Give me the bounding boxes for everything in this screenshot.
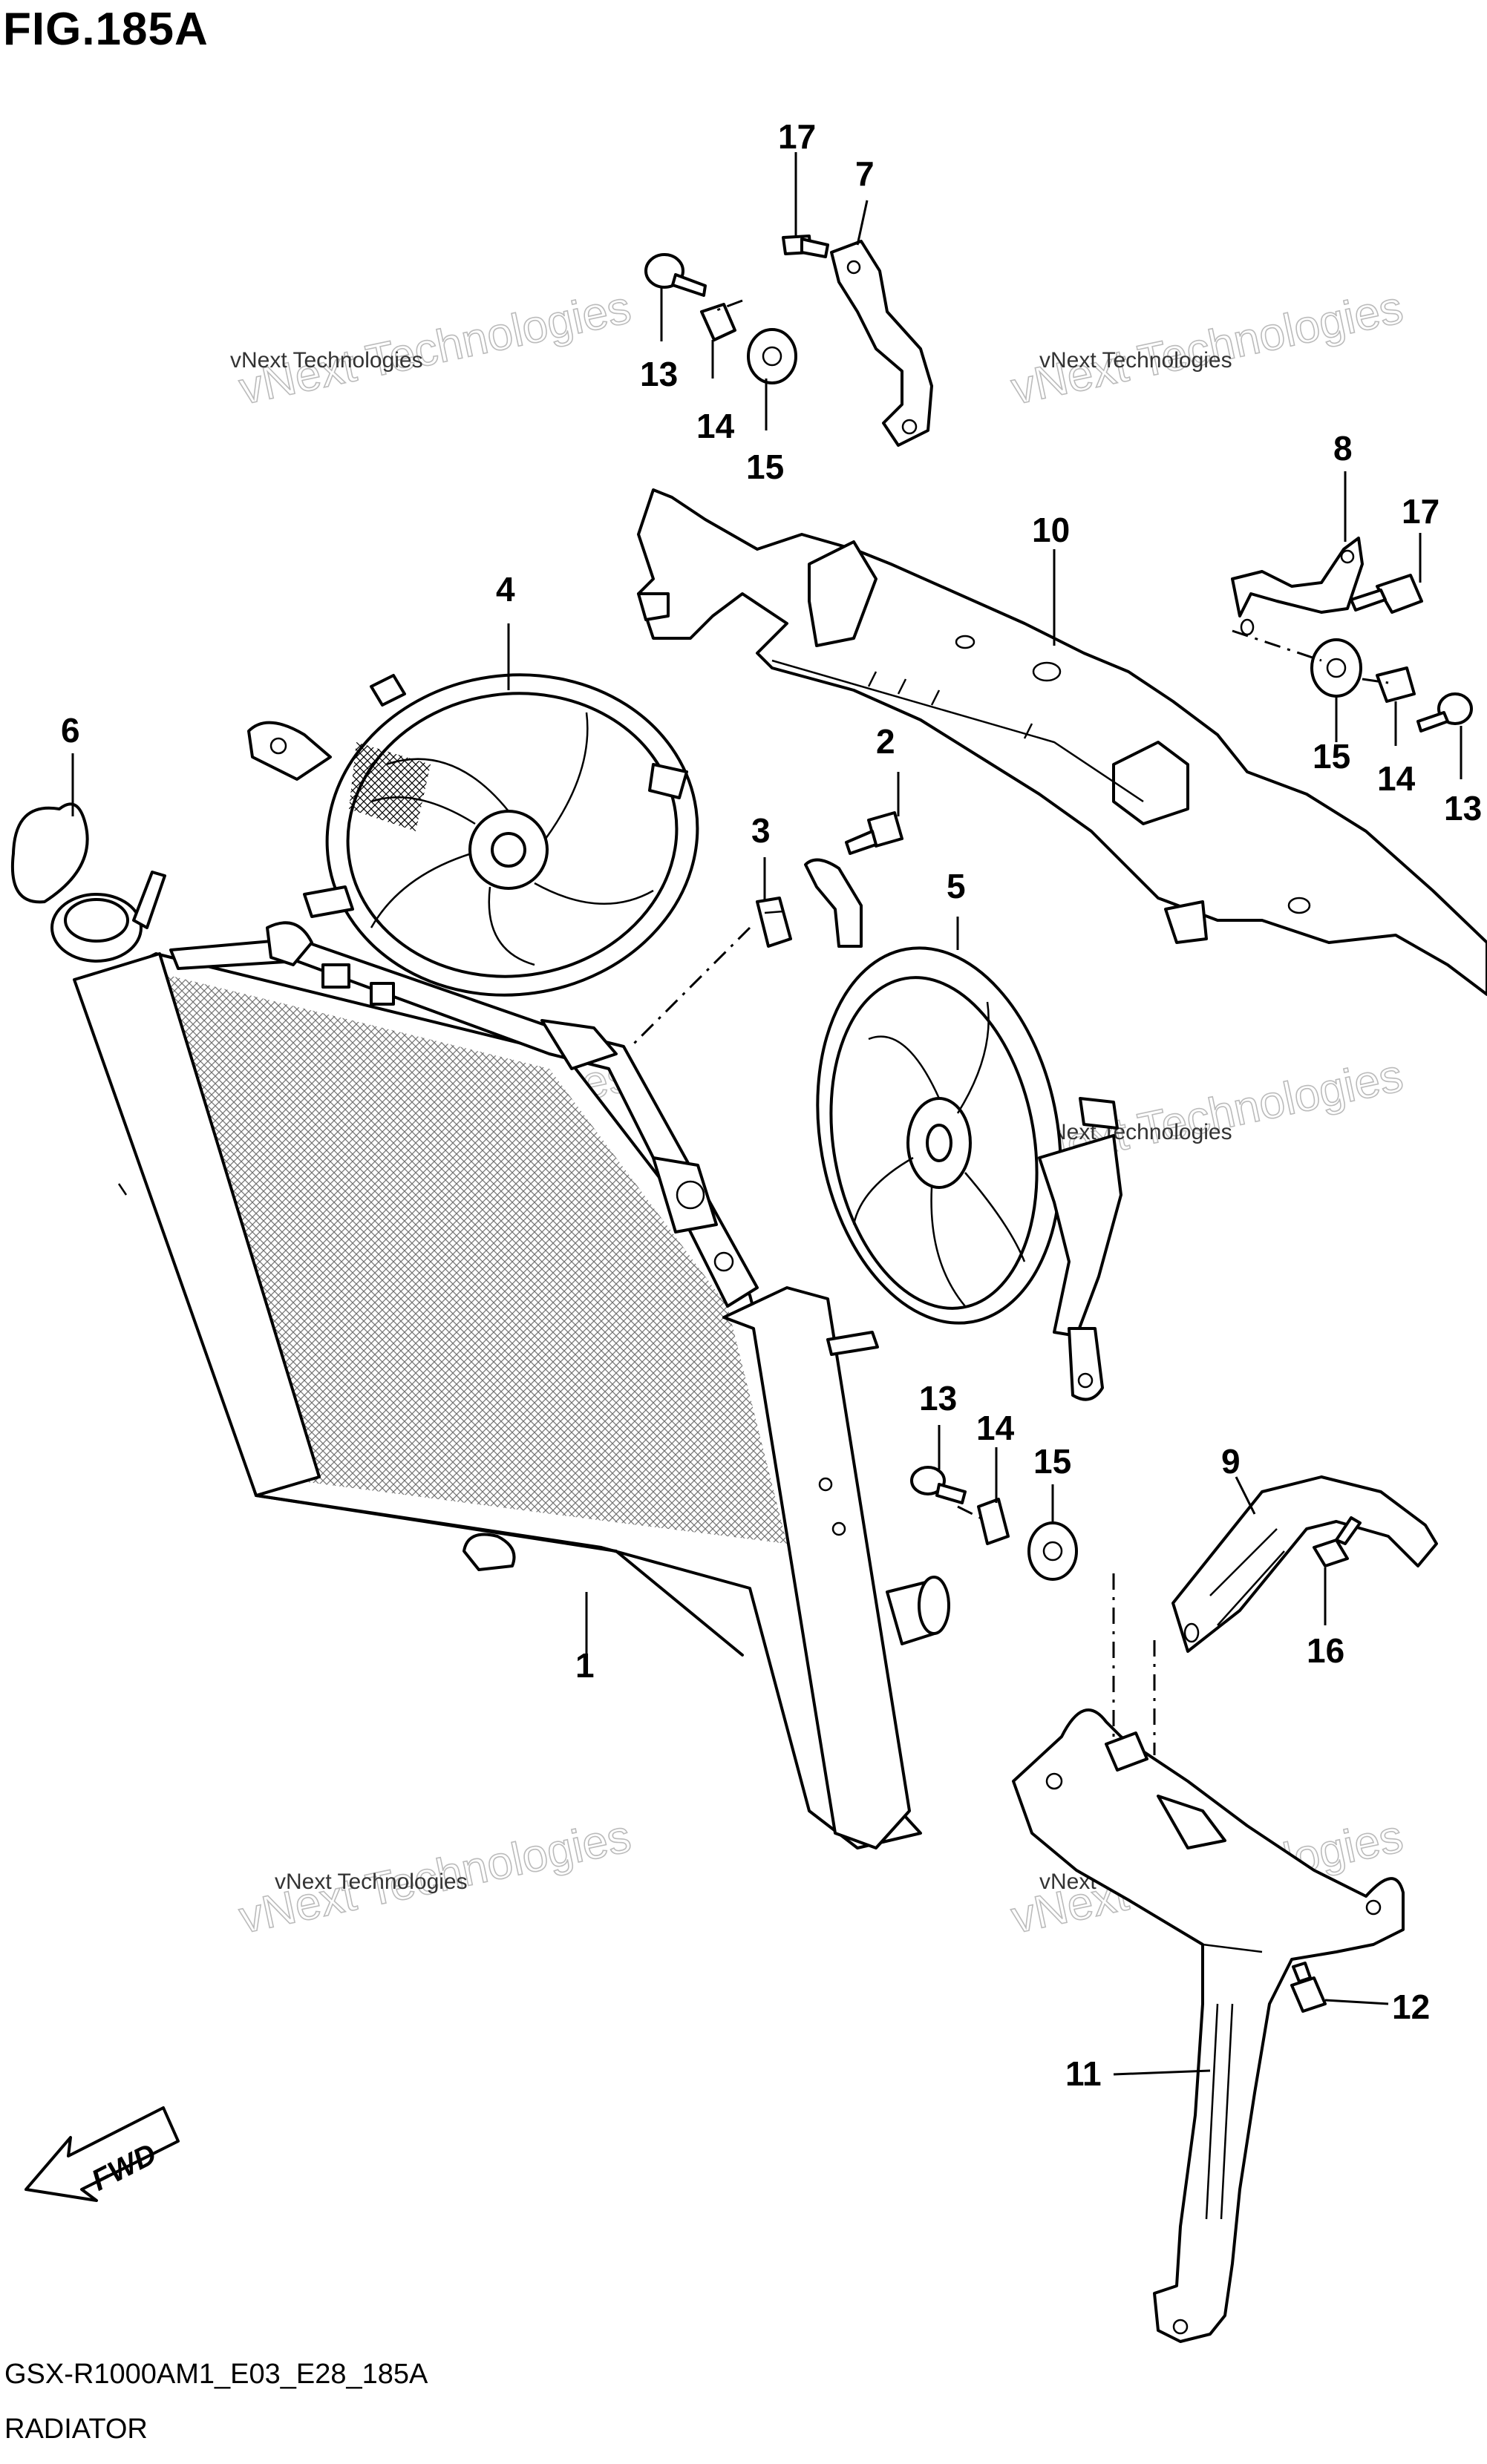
callouts: 1 2 3 4 5 6 7 8 9 10 11 12 13 14 15 16 1… (61, 117, 1482, 2093)
bracket-upper-left (830, 240, 933, 447)
callout-14-lower: 14 (976, 1409, 1015, 1447)
callout-2: 2 (876, 722, 895, 761)
lower-side-bracket (1171, 1475, 1438, 1653)
callout-13-top: 13 (640, 355, 678, 393)
bracket-upper-right (1231, 537, 1364, 636)
callout-7: 7 (855, 154, 875, 193)
callout-3: 3 (751, 811, 771, 850)
watermark-text: vNext Technologies (1039, 348, 1232, 373)
fwd-arrow: FWD (24, 2106, 180, 2202)
callout-12: 12 (1392, 1988, 1430, 2026)
watermark-text: vNext Technologies (230, 348, 423, 373)
figure-name: RADIATOR (4, 2414, 148, 2445)
callout-15-lower: 15 (1033, 1442, 1071, 1481)
callout-17-right: 17 (1402, 492, 1439, 531)
callout-15-right: 15 (1313, 737, 1350, 776)
callout-13-lower: 13 (919, 1379, 957, 1418)
callout-15-top: 15 (746, 448, 784, 486)
radiator-core (11, 802, 950, 1849)
watermark-text: vNext Technologies (275, 1870, 468, 1894)
callout-10: 10 (1032, 511, 1070, 549)
callout-14-top: 14 (696, 407, 735, 445)
callout-14-right: 14 (1377, 759, 1416, 798)
callout-17-top: 17 (778, 117, 816, 156)
figure-code: GSX-R1000AM1_E03_E28_185A (4, 2359, 428, 2390)
callout-6: 6 (61, 711, 80, 750)
leader-lines (71, 152, 1463, 2076)
callout-8: 8 (1333, 429, 1353, 468)
callout-9: 9 (1221, 1442, 1241, 1481)
alignment-lines (630, 299, 1389, 1755)
upper-shroud (637, 488, 1487, 996)
figure-title: FIG.185A (3, 4, 209, 55)
callout-13-right: 13 (1444, 789, 1482, 828)
callout-1: 1 (575, 1646, 595, 1685)
upper-fan (247, 673, 699, 997)
watermark-text: vNext Technologies (1039, 1120, 1232, 1144)
callout-4: 4 (496, 570, 515, 609)
callout-16: 16 (1307, 1631, 1344, 1670)
lower-fan (804, 858, 1122, 1401)
callout-5: 5 (947, 867, 966, 905)
lower-bracket (1012, 1708, 1405, 2343)
hardware-group (644, 235, 1473, 2013)
callout-11: 11 (1065, 2054, 1102, 2093)
